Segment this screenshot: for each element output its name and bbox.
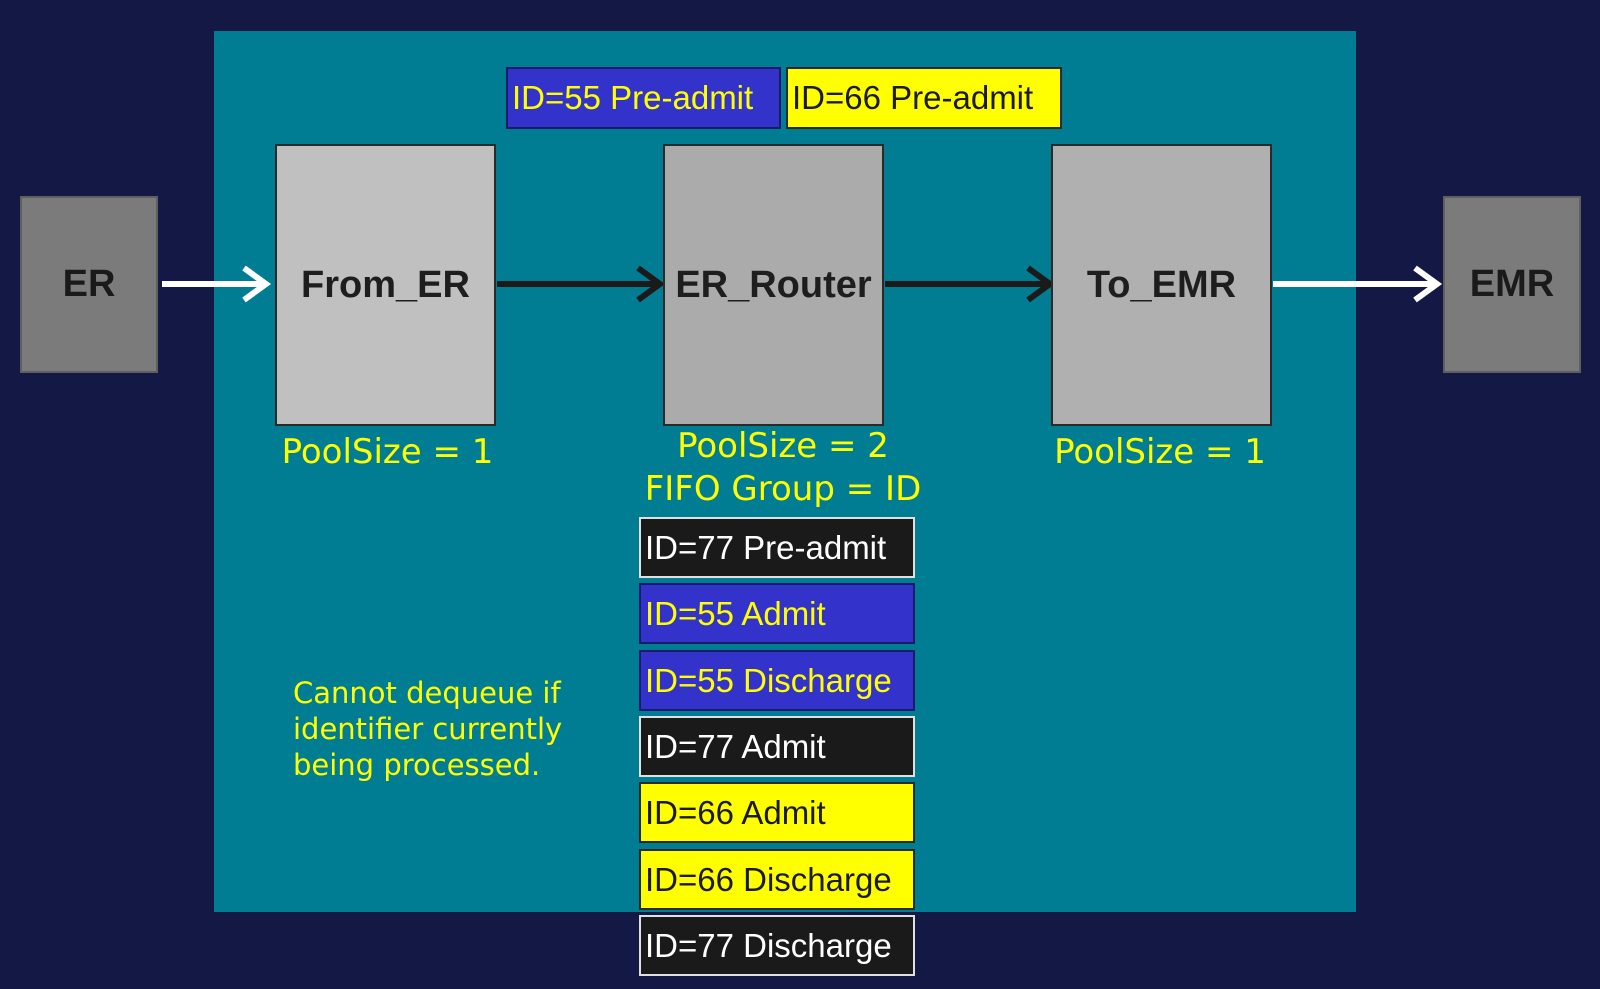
message-label: ID=55 Discharge <box>645 661 892 699</box>
note-line: identifier currently <box>293 712 563 746</box>
er-router-poolsize: PoolSize = 2 <box>677 426 889 466</box>
er-endpoint-box: ER <box>20 196 158 373</box>
in-process-message: ID=66 Pre-admit <box>786 67 1062 129</box>
queue-message: ID=66 Discharge <box>639 849 915 910</box>
in-process-message: ID=55 Pre-admit <box>506 67 781 129</box>
er-router-caption: PoolSize = 2 FIFO Group = ID <box>603 425 963 511</box>
message-label: ID=66 Pre-admit <box>792 79 1034 116</box>
queue-message: ID=77 Discharge <box>639 915 915 976</box>
stage-to-emr: To_EMR <box>1051 144 1272 426</box>
arrow-to-emr-to-emr <box>1273 265 1443 303</box>
note-line: being processed. <box>293 748 541 782</box>
message-label: ID=66 Discharge <box>645 860 892 898</box>
message-label: ID=77 Pre-admit <box>645 528 887 566</box>
queue-message: ID=66 Admit <box>639 782 915 843</box>
to-emr-poolsize: PoolSize = 1 <box>1054 432 1266 472</box>
message-label: ID=77 Discharge <box>645 926 892 964</box>
queue-message: ID=77 Admit <box>639 716 915 777</box>
stage-to-emr-label: To_EMR <box>1086 263 1237 306</box>
emr-endpoint-label: EMR <box>1469 263 1555 305</box>
arrow-from-er-to-er-router <box>497 265 666 303</box>
er-router-fifo-group: FIFO Group = ID <box>644 469 922 509</box>
stage-er-router-label: ER_Router <box>675 263 872 306</box>
note-line: Cannot dequeue if <box>293 676 561 710</box>
message-label: ID=55 Pre-admit <box>512 79 754 116</box>
message-label: ID=77 Admit <box>645 727 826 765</box>
arrow-er-router-to-to-emr <box>885 265 1056 303</box>
message-label: ID=55 Admit <box>645 594 826 632</box>
er-endpoint-label: ER <box>62 263 116 305</box>
message-label: ID=66 Admit <box>645 793 826 831</box>
dequeue-note: Cannot dequeue if identifier currently b… <box>293 675 613 783</box>
from-er-poolsize: PoolSize = 1 <box>281 432 494 472</box>
queue-message: ID=55 Admit <box>639 583 915 644</box>
queue-message: ID=77 Pre-admit <box>639 517 915 578</box>
queue-message: ID=55 Discharge <box>639 650 915 711</box>
to-emr-caption: PoolSize = 1 <box>1040 431 1280 474</box>
stage-er-router: ER_Router <box>663 144 884 426</box>
stage-from-er: From_ER <box>275 144 496 426</box>
stage-from-er-label: From_ER <box>301 263 470 306</box>
from-er-caption: PoolSize = 1 <box>275 431 500 474</box>
emr-endpoint-box: EMR <box>1443 196 1581 373</box>
arrow-er-to-from-er <box>162 265 272 303</box>
